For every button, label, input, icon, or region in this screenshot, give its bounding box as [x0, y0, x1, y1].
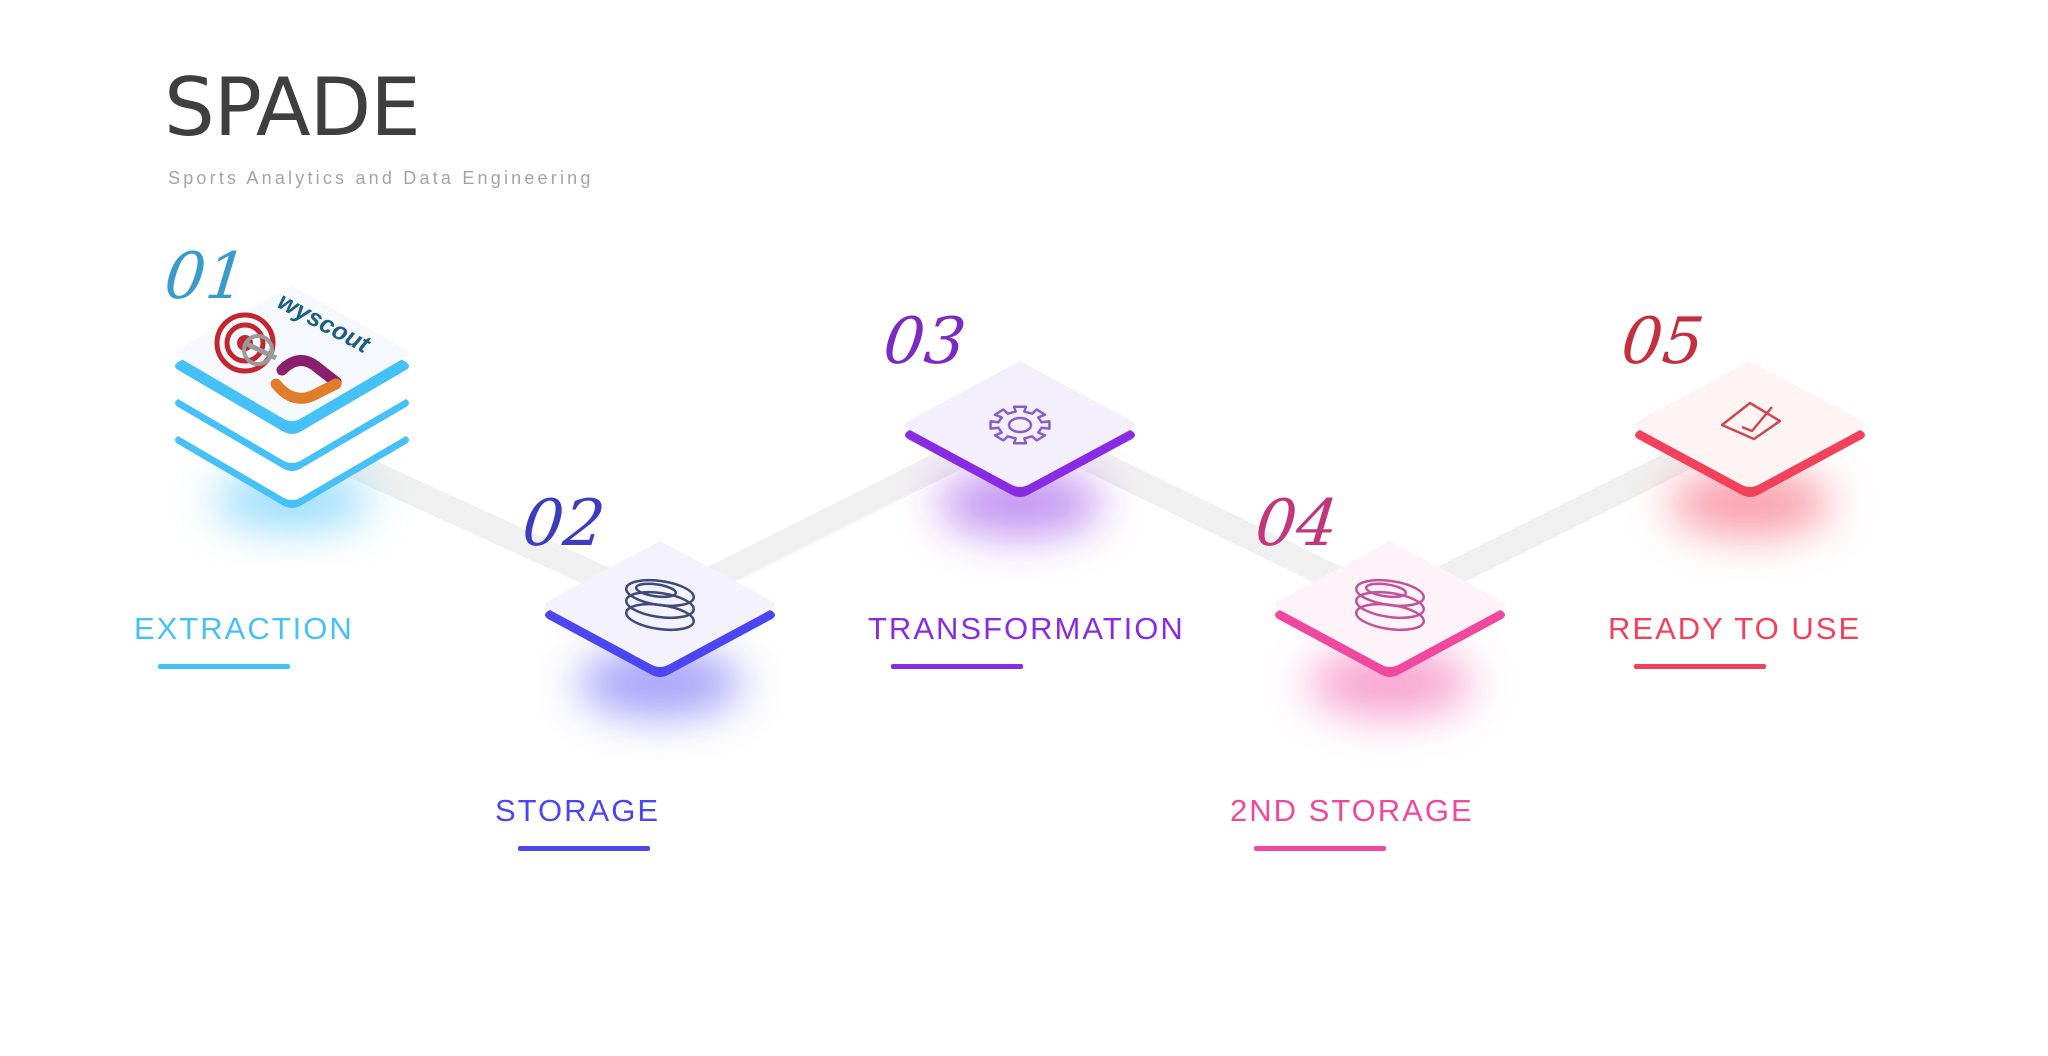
step-4-number: 04: [1252, 487, 1342, 561]
step-5-label: READY TO USE: [1608, 611, 1862, 646]
radar-logo-icon: [214, 312, 278, 374]
step-3-tile: [905, 361, 1135, 537]
step-2-underline: [518, 846, 650, 851]
step-3-underline: [891, 664, 1023, 669]
step-1-label: EXTRACTION: [134, 611, 354, 646]
step-4-tile: [1275, 541, 1505, 717]
step-5-tile: [1635, 361, 1865, 537]
step-3-number: 03: [880, 305, 970, 379]
step-2-label: STORAGE: [495, 793, 661, 828]
step-2-number: 02: [519, 487, 609, 561]
step-1-underline: [158, 664, 290, 669]
step-3-label: TRANSFORMATION: [868, 611, 1185, 646]
partner-logo-icon: [270, 355, 342, 404]
check-box-icon: [1720, 401, 1782, 441]
step-1-tile: wyscout: [175, 286, 409, 530]
page-subtitle: Sports Analytics and Data Engineering: [168, 168, 594, 188]
step-2-tile: [545, 541, 775, 717]
gear-icon: [989, 405, 1051, 445]
database-icon: [1355, 578, 1425, 632]
step-5-number: 05: [1618, 305, 1708, 379]
step-4-label: 2ND STORAGE: [1230, 793, 1474, 828]
database-icon: [625, 578, 695, 632]
page-title: SPADE: [164, 61, 421, 154]
step-1-number: 01: [161, 240, 251, 314]
step-4-underline: [1254, 846, 1386, 851]
step-5-underline: [1634, 664, 1766, 669]
